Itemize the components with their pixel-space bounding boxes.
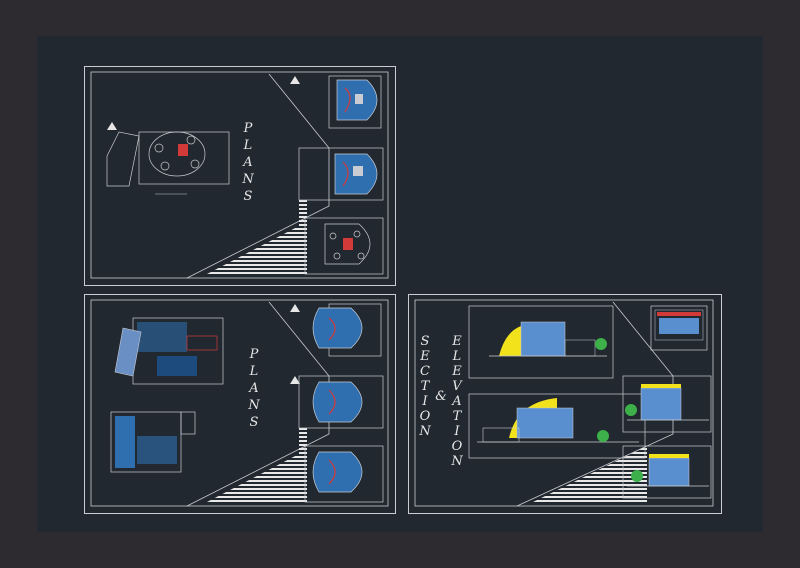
building-section-1 — [489, 321, 607, 357]
letter: N — [248, 398, 260, 413]
letter: O — [451, 439, 463, 454]
sheet-plans-bottom[interactable] — [84, 294, 396, 514]
sheet-plans-top[interactable] — [84, 66, 396, 286]
letter: N — [242, 172, 254, 187]
basement-plan — [110, 411, 196, 473]
label-section: S E C T I O N — [417, 334, 433, 439]
stair-hatch-bottom — [207, 454, 299, 502]
label-ampersand: & — [435, 389, 447, 404]
floor-plan-4 — [312, 307, 363, 349]
label-plans-top: P L A N S — [240, 120, 256, 205]
letter: L — [249, 364, 259, 379]
stair-hatch-top-b — [299, 200, 307, 274]
letter: P — [243, 121, 253, 136]
letter: P — [249, 347, 259, 362]
building-elevation-3 — [627, 454, 709, 487]
modelspace-viewport[interactable]: P L A N S P L A N S S E C T I O N & E L … — [37, 36, 763, 532]
floor-plan-2 — [334, 153, 378, 195]
letter: L — [243, 138, 253, 153]
label-elevation: E L E V A T I O N — [449, 334, 465, 469]
stair-hatch-elev — [533, 446, 647, 502]
letter: O — [419, 409, 431, 424]
elevation-frame-3 — [622, 445, 712, 499]
inner-border-elev — [414, 299, 714, 507]
elevation-frame-1 — [468, 393, 646, 459]
letter: L — [452, 349, 462, 364]
ground-floor-plan — [114, 317, 224, 385]
elevation-frame-2 — [622, 375, 712, 433]
inner-border-top — [90, 71, 389, 279]
letter: S — [249, 415, 259, 430]
letter: I — [422, 394, 428, 409]
plan-frame-top-3 — [304, 217, 384, 275]
floor-plan-3 — [324, 223, 371, 265]
letter: E — [452, 364, 462, 379]
letter: E — [420, 349, 430, 364]
letter: A — [452, 394, 462, 409]
building-elevation-1 — [477, 398, 639, 443]
roof-detail — [654, 309, 704, 341]
section-frame-1 — [468, 305, 614, 379]
letter: T — [452, 409, 462, 424]
floor-plan-6 — [312, 451, 363, 493]
north-arrow-icon — [107, 76, 300, 384]
letter: A — [243, 155, 253, 170]
plan-frame-top-1 — [328, 75, 382, 129]
sheet-sections-elevations[interactable] — [408, 294, 722, 514]
plan-frame-top-2 — [298, 147, 384, 201]
floor-plan-1 — [336, 79, 378, 121]
inner-border-bottom — [90, 299, 389, 507]
letter: T — [420, 379, 430, 394]
label-plans-bottom: P L A N S — [246, 346, 262, 431]
diagonal-divider-top — [186, 73, 330, 279]
site-plan-top — [106, 131, 230, 187]
letter: S — [420, 334, 430, 349]
stair-hatch-top — [207, 226, 299, 274]
detail-frame — [650, 305, 708, 351]
letter: I — [454, 424, 460, 439]
core-red — [178, 144, 188, 156]
letter: V — [452, 379, 462, 394]
letter: E — [452, 334, 462, 349]
building-elevation-2 — [625, 384, 709, 421]
letter: S — [243, 189, 253, 204]
letter: C — [420, 364, 430, 379]
drawing-layer — [90, 71, 714, 507]
letter: N — [419, 424, 431, 439]
letter: A — [249, 381, 259, 396]
floor-plan-5 — [312, 381, 363, 423]
letter: N — [451, 454, 463, 469]
